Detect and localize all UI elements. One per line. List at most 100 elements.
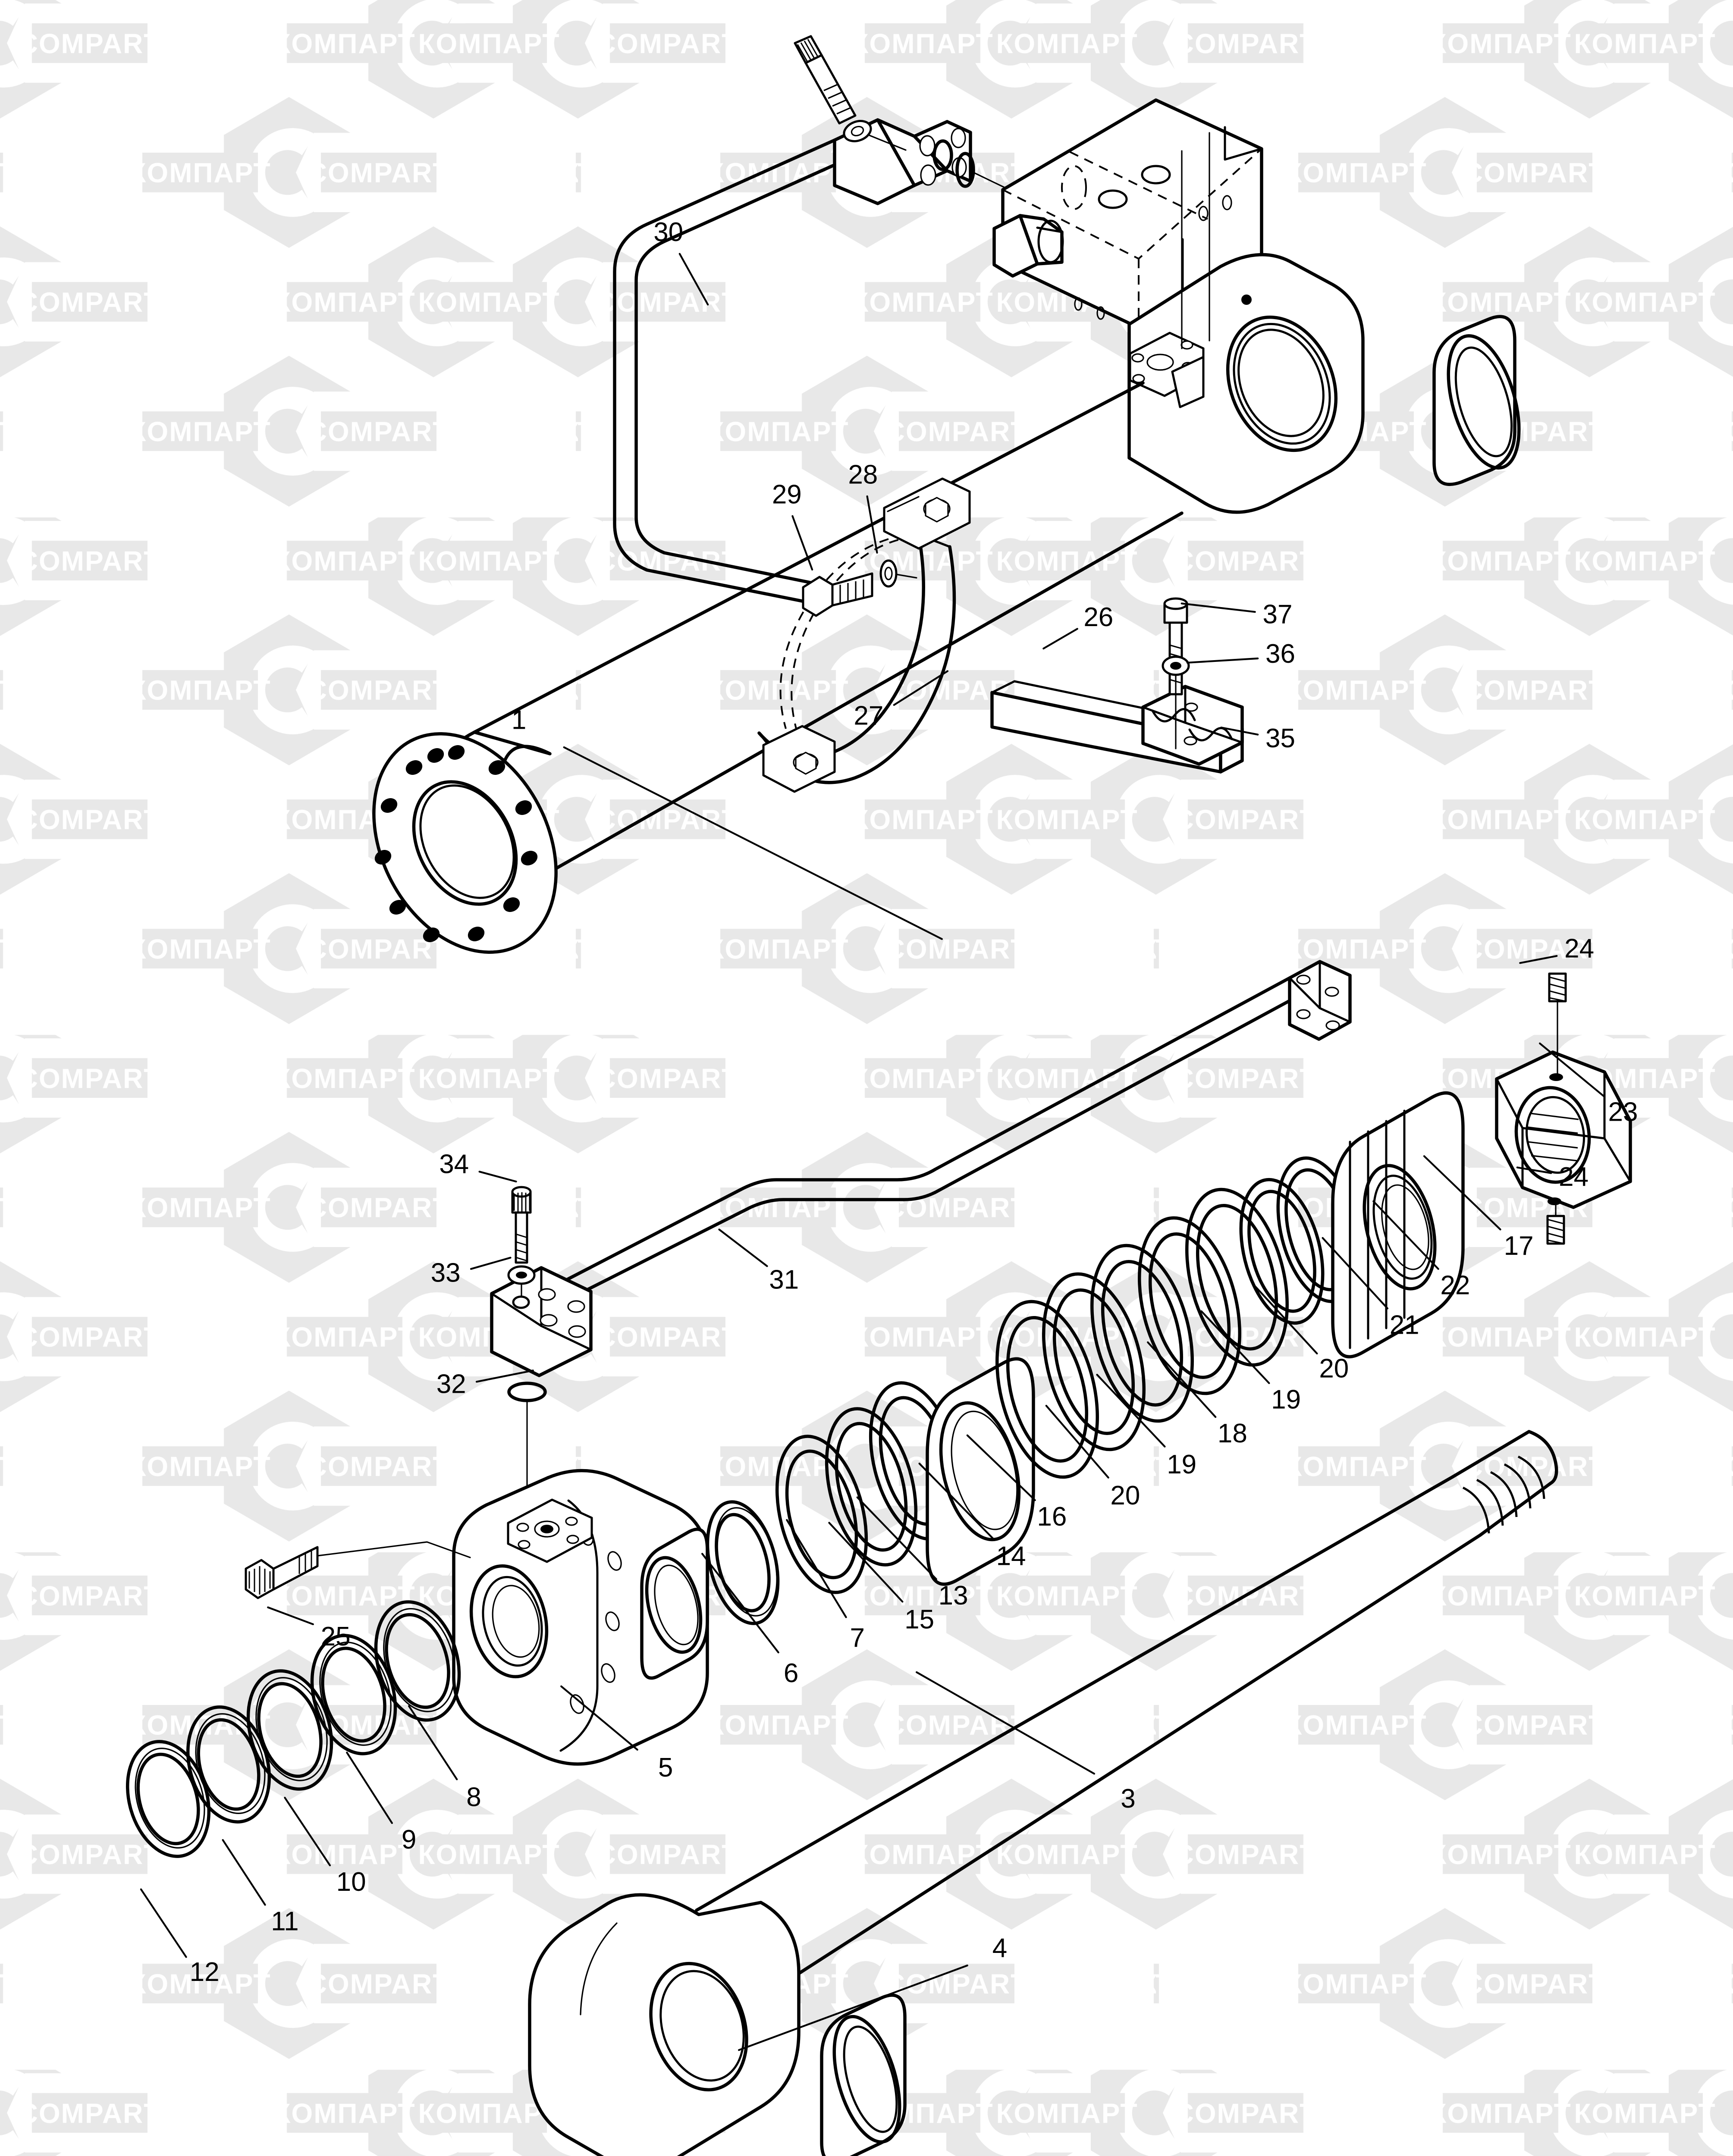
callout-o-ring: 10	[284, 1796, 366, 1897]
o-ring-11	[186, 1705, 271, 1824]
clamp-band	[757, 477, 971, 793]
callout-number: 29	[772, 479, 802, 509]
callout-o-ring: 9	[346, 1752, 416, 1855]
leader-line	[718, 1228, 768, 1267]
callout-washer: 36	[1186, 639, 1295, 669]
callout-number: 26	[1083, 602, 1113, 632]
callout-number: 31	[769, 1265, 799, 1295]
bushing-head-end	[1432, 315, 1521, 486]
rod-thread	[1451, 1430, 1558, 1537]
leader-line	[786, 1519, 847, 1618]
leader-line	[1180, 602, 1256, 613]
callout-number: 19	[1271, 1385, 1301, 1415]
o-ring-stack	[126, 1600, 461, 1858]
callout-o-ring: 8	[408, 1705, 481, 1812]
callout-number: 21	[1390, 1310, 1419, 1340]
callout-clamp-band-hidden: 27	[854, 670, 949, 731]
socket-screw-port	[511, 1186, 532, 1264]
callout-number: 25	[321, 1622, 351, 1651]
socket-screw-gland	[245, 1541, 471, 1599]
callout-number: 23	[1608, 1097, 1638, 1127]
callout-number: 9	[402, 1825, 416, 1855]
callout-number: 17	[1504, 1231, 1534, 1261]
leader-line	[284, 1796, 331, 1867]
leader-line	[470, 1257, 512, 1270]
leader-line	[408, 1705, 458, 1780]
callout-hydraulic-tube-upper: 30	[653, 217, 709, 306]
callout-number: 14	[996, 1541, 1026, 1571]
callout-hex-bolt: 29	[772, 479, 813, 571]
leader-line	[1045, 1404, 1109, 1479]
cylinder-tube	[372, 381, 1184, 954]
o-ring-12	[126, 1740, 211, 1858]
callout-socket-screw: 34	[439, 1149, 517, 1183]
leader-line	[916, 1671, 1096, 1775]
callout-number: 7	[850, 1623, 864, 1653]
clamp-bolt-assembly	[802, 559, 917, 617]
callout-number: 12	[190, 1957, 220, 1987]
callout-number: 27	[854, 701, 883, 731]
callout-o-ring: 12	[140, 1888, 220, 1987]
callout-cylinder-tube: 1	[512, 705, 943, 940]
callout-hydraulic-tube-lower: 31	[718, 1228, 799, 1295]
callout-number: 30	[653, 217, 683, 247]
callout-number: 34	[439, 1149, 469, 1179]
rod-eye	[528, 1893, 801, 2156]
callout-number: 20	[1319, 1354, 1349, 1384]
back-up-ring-21	[1239, 1178, 1325, 1325]
leader-line	[678, 253, 709, 306]
callout-number: 16	[1037, 1502, 1067, 1532]
leader-line	[140, 1888, 187, 1958]
o-ring-port	[507, 1382, 547, 1402]
callout-number: 3	[1121, 1784, 1135, 1814]
callout-number: 20	[1110, 1481, 1140, 1510]
callout-clamp-band: 26	[1042, 602, 1113, 650]
callout-number: 18	[1218, 1419, 1247, 1448]
leader-line	[346, 1752, 393, 1824]
leader-line	[563, 746, 943, 940]
callout-number: 13	[939, 1581, 968, 1611]
callout-number: 35	[1265, 724, 1295, 753]
port-flange-lower	[490, 1186, 593, 1506]
hydraulic-tube-upper	[613, 138, 846, 605]
leader-line	[478, 1171, 517, 1183]
callout-washer: 28	[848, 460, 878, 554]
callout-socket-screw: 25	[267, 1606, 351, 1651]
callout-number: 8	[466, 1783, 481, 1812]
callout-number: 24	[1564, 934, 1594, 963]
callout-number: 19	[1167, 1450, 1196, 1479]
callout-piston-rod: 3	[916, 1671, 1136, 1814]
callout-number: 15	[904, 1605, 934, 1635]
callout-number: 32	[436, 1369, 466, 1399]
callout-number: 36	[1265, 639, 1295, 669]
callout-seal: 15	[828, 1522, 934, 1635]
callout-number: 10	[336, 1867, 366, 1897]
callout-washer: 33	[431, 1257, 512, 1288]
leader-line	[1186, 657, 1259, 664]
leader-line	[893, 670, 949, 706]
callout-number: 4	[992, 1933, 1007, 1963]
cylinder-tube-assembly	[372, 35, 1521, 954]
callout-number: 33	[431, 1258, 461, 1288]
callout-number: 6	[784, 1658, 798, 1688]
set-screw-bottom	[1546, 1202, 1565, 1245]
callout-number: 37	[1263, 599, 1293, 629]
callout-o-ring: 11	[222, 1839, 299, 1936]
leader-line	[267, 1606, 314, 1625]
piston-seal-stack	[126, 960, 1632, 1858]
callout-hex-bolt: 37	[1180, 599, 1293, 629]
callout-wear-ring: 6	[701, 1553, 798, 1688]
leader-line	[1519, 955, 1558, 964]
leader-line	[475, 1369, 534, 1383]
bushing-rod-end	[820, 1993, 907, 2156]
callout-set-screw: 24	[1519, 934, 1594, 964]
callout-number: 28	[848, 460, 878, 490]
clamp-tab-top	[883, 477, 971, 550]
callout-number: 24	[1559, 1162, 1589, 1192]
leader-line	[222, 1839, 266, 1906]
mount-bar-assembly	[990, 597, 1244, 774]
tube-flange-lower	[1288, 960, 1352, 1041]
callout-number: 11	[271, 1906, 298, 1936]
